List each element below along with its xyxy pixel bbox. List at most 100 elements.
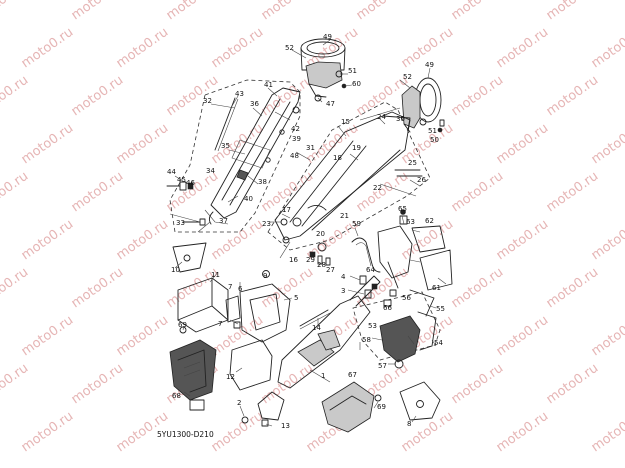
callout-26: 26 [417, 176, 426, 184]
callout-9: 9 [263, 272, 267, 280]
hose-part [351, 237, 381, 273]
callout-28: 28 [317, 261, 326, 269]
bottom-cover-part [321, 381, 375, 433]
screw-69 [374, 394, 382, 402]
screw-left [182, 218, 206, 226]
callout-18: 18 [333, 154, 342, 162]
callout-29: 29 [306, 256, 315, 264]
left-fairing-part [169, 326, 217, 411]
callout-68: 68 [172, 392, 181, 400]
callout-31: 31 [306, 144, 315, 152]
callout-labels: 1 2 3 4 5 6 7 7 8 9 10 11 12 13 14 15 16… [167, 33, 445, 430]
callout-6: 6 [238, 285, 243, 293]
left-tube-part [204, 87, 301, 225]
callout-37: 37 [219, 217, 228, 225]
callout-13: 13 [281, 422, 290, 430]
callout-51a: 51 [348, 67, 357, 75]
diagram-code: 5YU1300-D210 [157, 430, 214, 439]
lower-box-part [229, 339, 273, 391]
callout-60: 60 [352, 80, 361, 88]
callout-30: 30 [396, 115, 405, 123]
rod-part [214, 97, 236, 151]
callout-8: 8 [407, 420, 411, 428]
callout-49a: 49 [323, 33, 332, 41]
callout-35: 35 [221, 142, 230, 150]
callout-55: 55 [436, 305, 445, 313]
callout-47: 47 [326, 100, 335, 108]
lower-bracket-part [241, 391, 285, 427]
callout-1: 1 [321, 372, 325, 380]
callout-54: 54 [434, 339, 443, 347]
callout-22: 22 [373, 184, 382, 192]
callout-69a: 69 [178, 321, 187, 329]
callout-24: 24 [377, 113, 386, 121]
callout-2: 2 [237, 399, 241, 407]
callout-52a: 52 [285, 44, 294, 52]
hose-part-inner [355, 242, 372, 267]
mid-bracket-part [225, 270, 291, 343]
long-rod-part [299, 309, 329, 327]
callout-19: 19 [352, 144, 361, 152]
right-bracket-part [377, 209, 453, 307]
callout-44: 44 [167, 168, 176, 176]
callout-7a: 7 [228, 283, 232, 291]
callout-66: 66 [383, 304, 392, 312]
callout-51b: 51 [428, 127, 437, 135]
callout-5: 5 [294, 294, 298, 302]
left-assembly-outline [169, 79, 301, 233]
callout-58: 58 [362, 336, 371, 344]
callout-50: 50 [430, 136, 439, 144]
callout-33: 33 [176, 219, 185, 227]
long-rod-part-b [299, 312, 331, 330]
callout-38: 38 [258, 178, 267, 186]
callout-32: 32 [203, 97, 212, 105]
callout-65: 65 [398, 205, 407, 213]
callout-48: 48 [290, 152, 299, 160]
callout-10: 10 [171, 266, 180, 274]
callout-42: 42 [291, 125, 300, 133]
callout-36: 36 [250, 100, 259, 108]
callout-20: 20 [316, 230, 325, 238]
small-bracket-part [172, 242, 207, 273]
callout-56: 56 [402, 294, 411, 302]
bottom-cover-edge [329, 395, 367, 411]
callout-49b: 49 [425, 61, 434, 69]
bottom-right-bracket-part [399, 381, 441, 421]
callout-67: 67 [348, 371, 357, 379]
callout-61: 61 [432, 284, 441, 292]
callout-7b: 7 [218, 320, 222, 328]
right-assembly-outline [267, 101, 431, 251]
callout-53: 53 [368, 322, 377, 330]
callout-17: 17 [282, 206, 291, 214]
callout-15: 15 [341, 118, 350, 126]
callout-40: 40 [244, 195, 253, 203]
left-housing-part [300, 38, 347, 102]
callout-25: 25 [408, 159, 417, 167]
center-bracket-part [277, 275, 381, 389]
callout-43: 43 [235, 90, 244, 98]
callout-21: 21 [340, 212, 349, 220]
callout-3: 3 [341, 287, 345, 295]
callout-57: 57 [378, 362, 387, 370]
callout-46: 46 [186, 179, 195, 187]
right-fairing-part [379, 289, 437, 369]
callout-34: 34 [206, 167, 215, 175]
leader-lines [169, 39, 447, 427]
callout-64: 64 [366, 266, 375, 274]
callout-4: 4 [341, 273, 346, 281]
callout-27: 27 [326, 266, 335, 274]
bottom-right-bracket-hole [416, 400, 424, 408]
callout-11: 11 [211, 271, 220, 279]
bolt-set-left [166, 181, 194, 191]
callout-62: 62 [425, 217, 434, 225]
callout-45: 45 [177, 176, 186, 184]
callout-14: 14 [312, 324, 321, 332]
callout-59: 59 [352, 220, 361, 228]
callout-16: 16 [289, 256, 298, 264]
callout-63: 63 [406, 218, 415, 226]
callout-23: 23 [262, 220, 271, 228]
callout-41: 41 [264, 81, 273, 89]
right-housing-part [401, 77, 445, 133]
